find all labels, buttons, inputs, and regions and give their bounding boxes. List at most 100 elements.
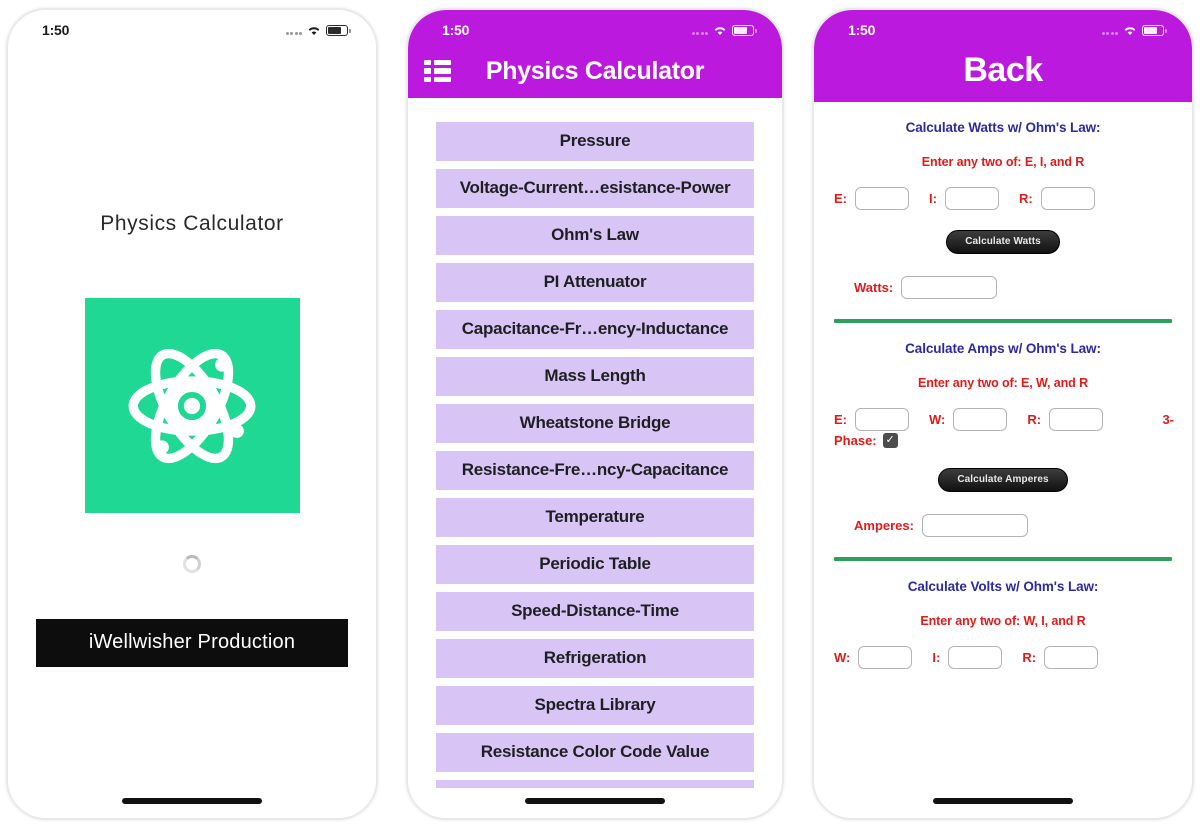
section-heading: Calculate Amps w/ Ohm's Law:	[905, 341, 1101, 356]
menu-item-capacitance-frequency-inductance[interactable]: Capacitance-Fr…ency-Inductance	[436, 310, 754, 349]
menu-item-periodic-table[interactable]: Periodic Table	[436, 545, 754, 584]
page-title: Physics Calculator	[485, 56, 705, 85]
battery-icon	[732, 24, 757, 36]
input-row: W: I: R:	[832, 646, 1174, 669]
menu-item-partial[interactable]	[436, 780, 754, 788]
input-r[interactable]	[1049, 408, 1104, 431]
input-i[interactable]	[944, 187, 999, 210]
screen-menu: 1:50 Physics Calculator Pressure Voltage…	[408, 10, 782, 818]
status-bar-indicators	[1101, 24, 1167, 36]
label-r: R:	[1022, 650, 1037, 665]
splash-content: Physics Calculator	[8, 44, 376, 818]
menu-item-wheatstone-bridge[interactable]: Wheatstone Bridge	[436, 404, 754, 443]
section-calculate-volts: Calculate Volts w/ Ohm's Law: Enter any …	[832, 561, 1174, 669]
section-instruction: Enter any two of: W, I, and R	[920, 614, 1086, 628]
section-divider	[834, 319, 1172, 323]
label-r: R:	[1027, 412, 1042, 427]
calculator-form: Calculate Watts w/ Ohm's Law: Enter any …	[814, 102, 1192, 818]
navigation-bar: Back	[814, 44, 1192, 102]
app-icon-tile	[84, 298, 300, 513]
screen-ohms-law: 1:50 Back Calculate Watts w/ Ohm's Law: …	[814, 10, 1192, 818]
section-instruction: Enter any two of: E, W, and R	[917, 376, 1089, 390]
phone-mockup-ohms-law: 1:50 Back Calculate Watts w/ Ohm's Law: …	[812, 8, 1194, 820]
section-heading: Calculate Volts w/ Ohm's Law:	[907, 579, 1099, 594]
input-row: E: I: R:	[832, 187, 1174, 210]
battery-icon	[1142, 24, 1167, 36]
menu-item-resistance-color-code-value[interactable]: Resistance Color Code Value	[436, 733, 754, 772]
label-e: E:	[834, 412, 847, 427]
menu-item-ohms-law[interactable]: Ohm's Law	[436, 216, 754, 255]
menu-item-mass-length[interactable]: Mass Length	[436, 357, 754, 396]
wifi-icon	[307, 25, 321, 36]
menu-item-speed-distance-time[interactable]: Speed-Distance-Time	[436, 592, 754, 631]
menu-item-temperature[interactable]: Temperature	[436, 498, 754, 537]
result-row: Watts:	[832, 276, 1174, 299]
label-i: I:	[932, 650, 941, 665]
loading-spinner-icon	[183, 555, 201, 573]
phase-label-prefix: 3-	[1162, 412, 1174, 427]
phone-mockup-splash: 1:50 Physics Calculator	[6, 8, 378, 820]
input-w[interactable]	[858, 646, 913, 669]
label-watts: Watts:	[854, 280, 894, 295]
publisher-banner: iWellwisher Production	[36, 619, 348, 667]
label-w: W:	[929, 412, 946, 427]
menu-list: Pressure Voltage-Current…esistance-Power…	[408, 98, 782, 818]
wifi-icon	[713, 25, 727, 36]
phase-label: Phase:	[834, 433, 877, 448]
menu-item-spectra-library[interactable]: Spectra Library	[436, 686, 754, 725]
input-e[interactable]	[855, 408, 909, 431]
label-amperes: Amperes:	[854, 518, 914, 533]
menu-item-refrigeration[interactable]: Refrigeration	[436, 639, 754, 678]
button-row: Calculate Amperes	[832, 468, 1174, 492]
label-r: R:	[1018, 191, 1033, 206]
input-row: E: W: R: 3-	[832, 408, 1174, 431]
calculate-amperes-button[interactable]: Calculate Amperes	[938, 468, 1068, 492]
input-e[interactable]	[855, 187, 909, 210]
menu-item-pi-attenuator[interactable]: PI Attenuator	[436, 263, 754, 302]
screen-splash: 1:50 Physics Calculator	[8, 10, 376, 818]
three-phase-row: Phase: ✓	[832, 433, 1174, 448]
status-bar-time: 1:50	[42, 22, 70, 38]
menu-item-voltage-current-resistance-power[interactable]: Voltage-Current…esistance-Power	[436, 169, 754, 208]
label-i: I:	[929, 191, 937, 206]
section-instruction: Enter any two of: E, I, and R	[921, 155, 1085, 169]
calculate-watts-button[interactable]: Calculate Watts	[946, 230, 1060, 254]
home-indicator[interactable]	[933, 798, 1073, 804]
three-phase-checkbox[interactable]: ✓	[882, 433, 898, 448]
battery-icon	[326, 24, 351, 36]
input-w[interactable]	[953, 408, 1008, 431]
label-w: W:	[834, 650, 851, 665]
button-row: Calculate Watts	[832, 230, 1174, 254]
input-i[interactable]	[948, 646, 1003, 669]
result-row: Amperes:	[832, 514, 1174, 537]
label-e: E:	[834, 191, 847, 206]
input-r[interactable]	[1044, 646, 1099, 669]
section-calculate-watts: Calculate Watts w/ Ohm's Law: Enter any …	[832, 102, 1174, 323]
atom-icon	[128, 348, 256, 463]
output-watts[interactable]	[901, 276, 998, 299]
list-icon[interactable]	[424, 60, 451, 82]
menu-item-pressure[interactable]: Pressure	[436, 122, 754, 161]
status-bar: 1:50	[8, 10, 376, 44]
wifi-icon	[1123, 25, 1137, 36]
section-heading: Calculate Watts w/ Ohm's Law:	[905, 120, 1101, 135]
status-bar-time: 1:50	[442, 22, 470, 38]
status-bar: 1:50	[814, 10, 1192, 44]
status-bar-indicators	[691, 24, 757, 36]
input-r[interactable]	[1040, 187, 1095, 210]
status-bar: 1:50	[408, 10, 782, 44]
signal-dots-icon	[1101, 26, 1118, 35]
section-divider	[834, 557, 1172, 561]
signal-dots-icon	[691, 26, 708, 35]
output-amperes[interactable]	[921, 514, 1028, 537]
signal-dots-icon	[285, 26, 302, 35]
back-button[interactable]: Back	[963, 50, 1043, 89]
menu-item-resistance-frequency-capacitance[interactable]: Resistance-Fre…ncy-Capacitance	[436, 451, 754, 490]
status-bar-indicators	[285, 24, 351, 36]
phone-mockup-menu: 1:50 Physics Calculator Pressure Voltage…	[406, 8, 784, 820]
status-bar-time: 1:50	[848, 22, 876, 38]
home-indicator[interactable]	[122, 798, 262, 804]
home-indicator[interactable]	[525, 798, 665, 804]
navigation-bar: Physics Calculator	[408, 44, 782, 98]
